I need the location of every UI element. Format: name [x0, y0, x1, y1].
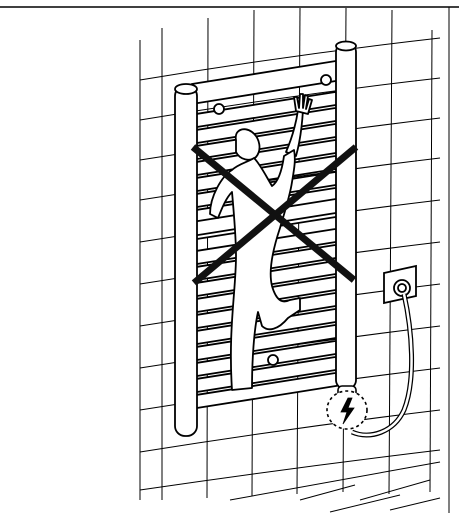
- wall-socket-icon: [383, 264, 417, 305]
- radiator-right-post: [335, 42, 357, 390]
- radiator-left-post: [174, 85, 198, 437]
- floor-tiles: [229, 461, 441, 513]
- electric-hazard-icon: [326, 390, 368, 430]
- prohibition-cross-icon: [190, 144, 359, 286]
